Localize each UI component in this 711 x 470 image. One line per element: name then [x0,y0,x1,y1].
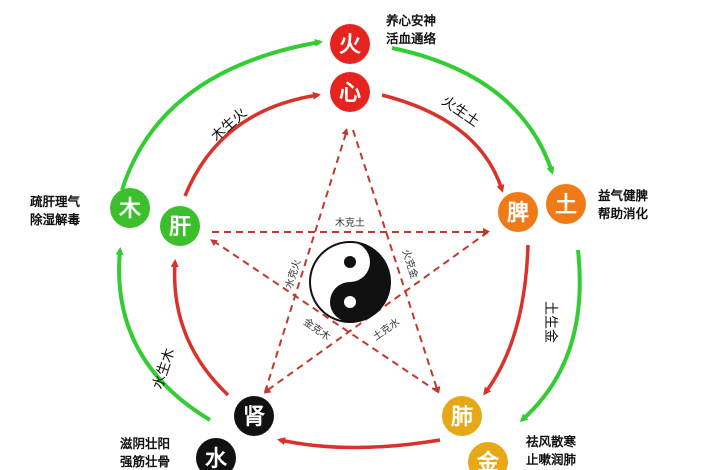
node-kidney: 肾 [234,396,274,436]
ke-label-metal-wood: 金克木 [301,315,333,343]
star-line-lung-liver [210,239,439,393]
node-wood-element: 木 [118,197,142,222]
inner-arc-heart-spleen [381,93,505,193]
inner-arc-lung-kidney [277,437,441,450]
ke-label-wood-earth: 木克土 [335,216,365,229]
earth-desc-line2: 帮助消化 [598,206,649,221]
inner-arc-liver-heart [183,91,321,197]
ke-label-earth-water: 土克水 [370,315,402,343]
sheng-label-wood-fire: 木生火 [208,105,250,145]
metal-desc-line2: 止嗽润肺 [526,452,577,467]
node-water: 水 [196,438,236,470]
sheng-label-fire-earth: 火生土 [439,93,483,130]
outer-generating-cycle [115,38,582,422]
sheng-label-water-wood: 水生木 [150,346,178,391]
wood-desc-line1: 疏肝理气 [30,194,81,209]
star-line-kidney-heart [264,127,349,393]
node-spleen: 脾 [498,192,538,232]
node-wood: 木 [110,188,150,228]
water-desc-line2: 强筋壮骨 [120,454,170,469]
node-lung-organ: 肺 [451,405,473,430]
water-desc-line1: 滋阴壮阳 [120,436,170,451]
earth-desc-line1: 益气健脾 [598,188,649,203]
node-earth-element: 土 [555,193,577,218]
node-fire: 火 [330,24,370,64]
inner-arc-kidney-liver [170,259,230,397]
sheng-label-earth-metal: 土生金 [542,301,558,343]
node-liver: 肝 [160,206,200,246]
outer-arc-wood-fire [120,38,323,191]
node-metal-element: 金 [476,450,500,470]
node-lung: 肺 [442,396,482,436]
ke-label-water-fire: 水克火 [283,258,304,290]
node-metal: 金 [468,442,508,470]
outer-arc-earth-metal [519,249,582,422]
wood-desc-line2: 除湿解毒 [30,212,81,227]
yin-yang-icon [309,241,391,323]
node-heart-organ: 心 [339,81,361,106]
node-heart: 心 [330,72,370,112]
node-kidney-organ: 肾 [243,405,265,430]
outer-arc-water-wood [115,247,212,422]
node-liver-organ: 肝 [169,215,191,240]
node-spleen-organ: 脾 [507,201,529,226]
node-water-element: 水 [205,447,228,470]
metal-desc-line1: 祛风散寒 [525,434,577,449]
ke-label-fire-metal: 火克金 [400,248,422,281]
star-line-heart-lung [352,129,441,394]
fire-desc-line2: 活血通络 [386,31,437,46]
outer-arc-fire-earth [391,46,555,175]
inner-generating-cycle [170,91,530,450]
fire-desc-line1: 养心安神 [385,13,436,28]
inner-arc-spleen-lung [483,244,530,396]
node-earth: 土 [546,184,586,224]
node-fire-element: 火 [339,33,361,58]
